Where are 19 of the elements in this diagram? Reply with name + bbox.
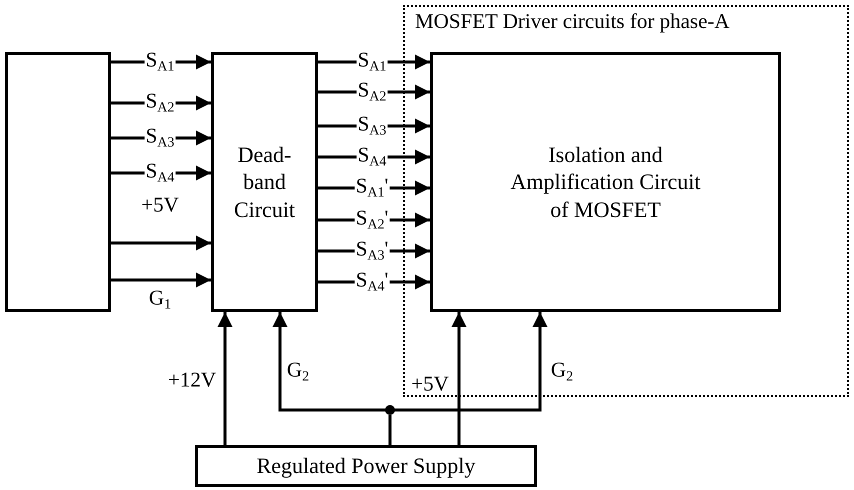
dotted-group-frame	[403, 5, 849, 397]
edge-label: G$_{1}$	[148, 288, 172, 312]
block-label: Isolation and Amplification Circuit of MOSFET	[509, 140, 702, 224]
circuit-block	[211, 52, 318, 312]
block-label: Regulated Power Supply	[256, 452, 476, 480]
group-title: MOSFET Driver circuits for phase-A	[415, 9, 730, 34]
edge-label: G$_{2}$	[550, 360, 574, 384]
empty-block	[5, 52, 111, 312]
edge-label: +5V	[410, 374, 450, 394]
arrow	[218, 312, 232, 445]
arrow	[111, 272, 211, 288]
edge-label: G$_{2}$	[286, 360, 310, 384]
arrow	[111, 236, 211, 250]
circuit-block	[195, 445, 537, 487]
arrow	[452, 312, 466, 445]
edge-label: +5V	[140, 194, 180, 216]
block-label: Dead-band Circuit	[232, 140, 296, 224]
edge-label: +12V	[167, 370, 217, 390]
circuit-block	[430, 52, 781, 312]
